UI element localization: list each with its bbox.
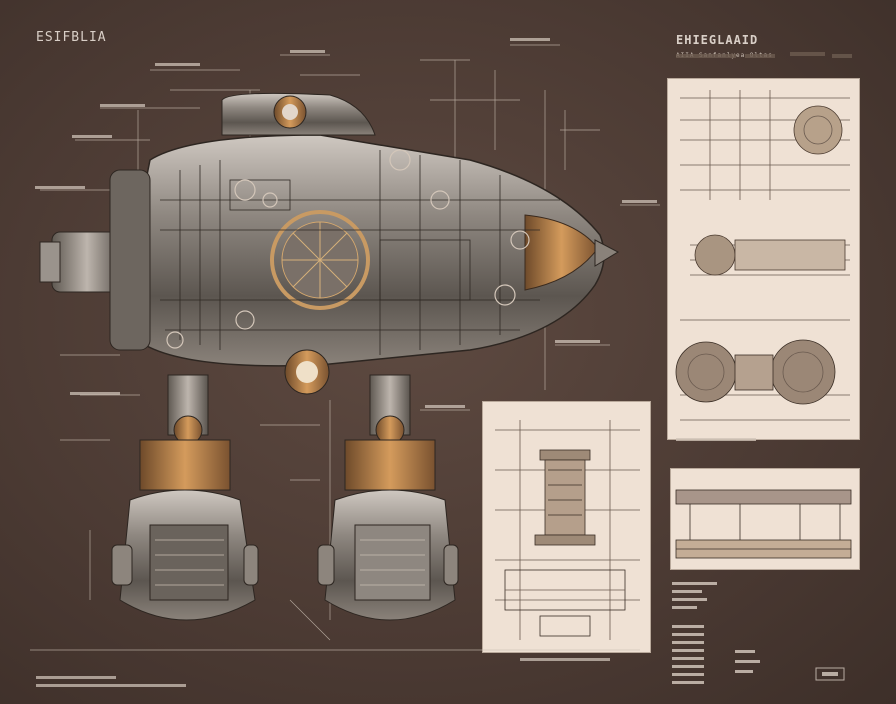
main-title: ESIFBLIA <box>36 30 107 45</box>
airship-hull-drawing <box>39 92 620 395</box>
panel-b-drawings <box>495 420 640 640</box>
leg-assembly-drawing <box>111 374 459 621</box>
legend-table <box>672 582 845 684</box>
annotation-texts <box>35 38 657 687</box>
panel-a-drawings <box>675 90 850 421</box>
panel-c-drawings <box>675 489 852 559</box>
panel-title: EHIEGLAAID <box>676 33 759 47</box>
